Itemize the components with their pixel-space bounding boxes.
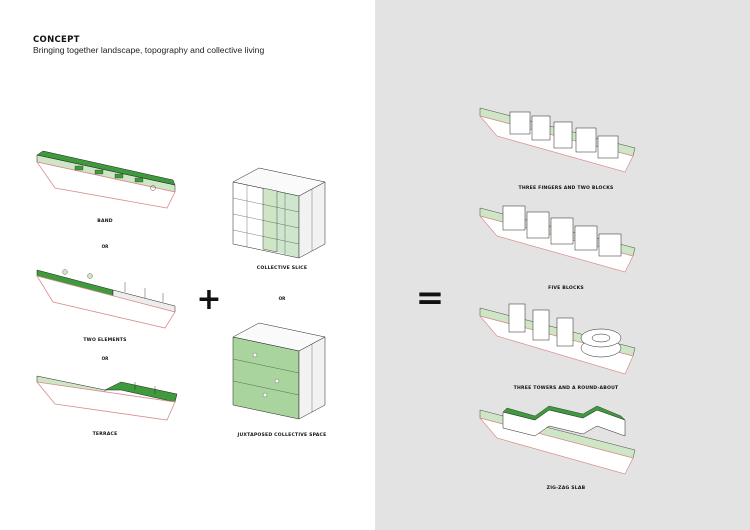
caption-juxtaposed: JUXTAPOSED COLLECTIVE SPACE (237, 433, 327, 438)
left-panel: CONCEPT Bringing together landscape, top… (33, 35, 327, 438)
caption-option-4: ZIG-ZAG SLAB (546, 486, 586, 491)
caption-option-2: FIVE BLOCKS (548, 286, 584, 291)
or-label-2: OR (101, 356, 109, 361)
plus-sign: + (196, 282, 222, 317)
terrace-diagram (36, 375, 178, 421)
caption-band: BAND (97, 219, 113, 224)
two-elements-diagram (36, 269, 176, 329)
collective-slice-diagram (232, 167, 326, 259)
or-label-1: OR (101, 244, 109, 249)
band-diagram (36, 150, 176, 209)
right-panel: THREE FINGERS AND TWO BLOCKS FIVE BLOCKS (375, 0, 750, 530)
page-subtitle: Bringing together landscape, topography … (33, 45, 265, 55)
equals-sign: = (415, 278, 445, 318)
or-label-3: OR (278, 296, 286, 301)
caption-terrace: TERRACE (92, 432, 118, 437)
zig-zag-slab-diagram (479, 405, 636, 475)
juxtaposed-collective-space-diagram (232, 322, 326, 420)
caption-two-elements: TWO ELEMENTS (83, 338, 127, 343)
caption-option-3: THREE TOWERS AND A ROUND-ABOUT (513, 386, 619, 391)
page-title: CONCEPT (33, 35, 80, 45)
five-blocks-diagram (479, 205, 636, 273)
caption-collective-slice: COLLECTIVE SLICE (256, 266, 308, 271)
three-fingers-and-two-blocks-diagram (479, 107, 636, 173)
caption-option-1: THREE FINGERS AND TWO BLOCKS (518, 186, 614, 191)
three-towers-and-a-round-about-diagram (479, 303, 636, 375)
